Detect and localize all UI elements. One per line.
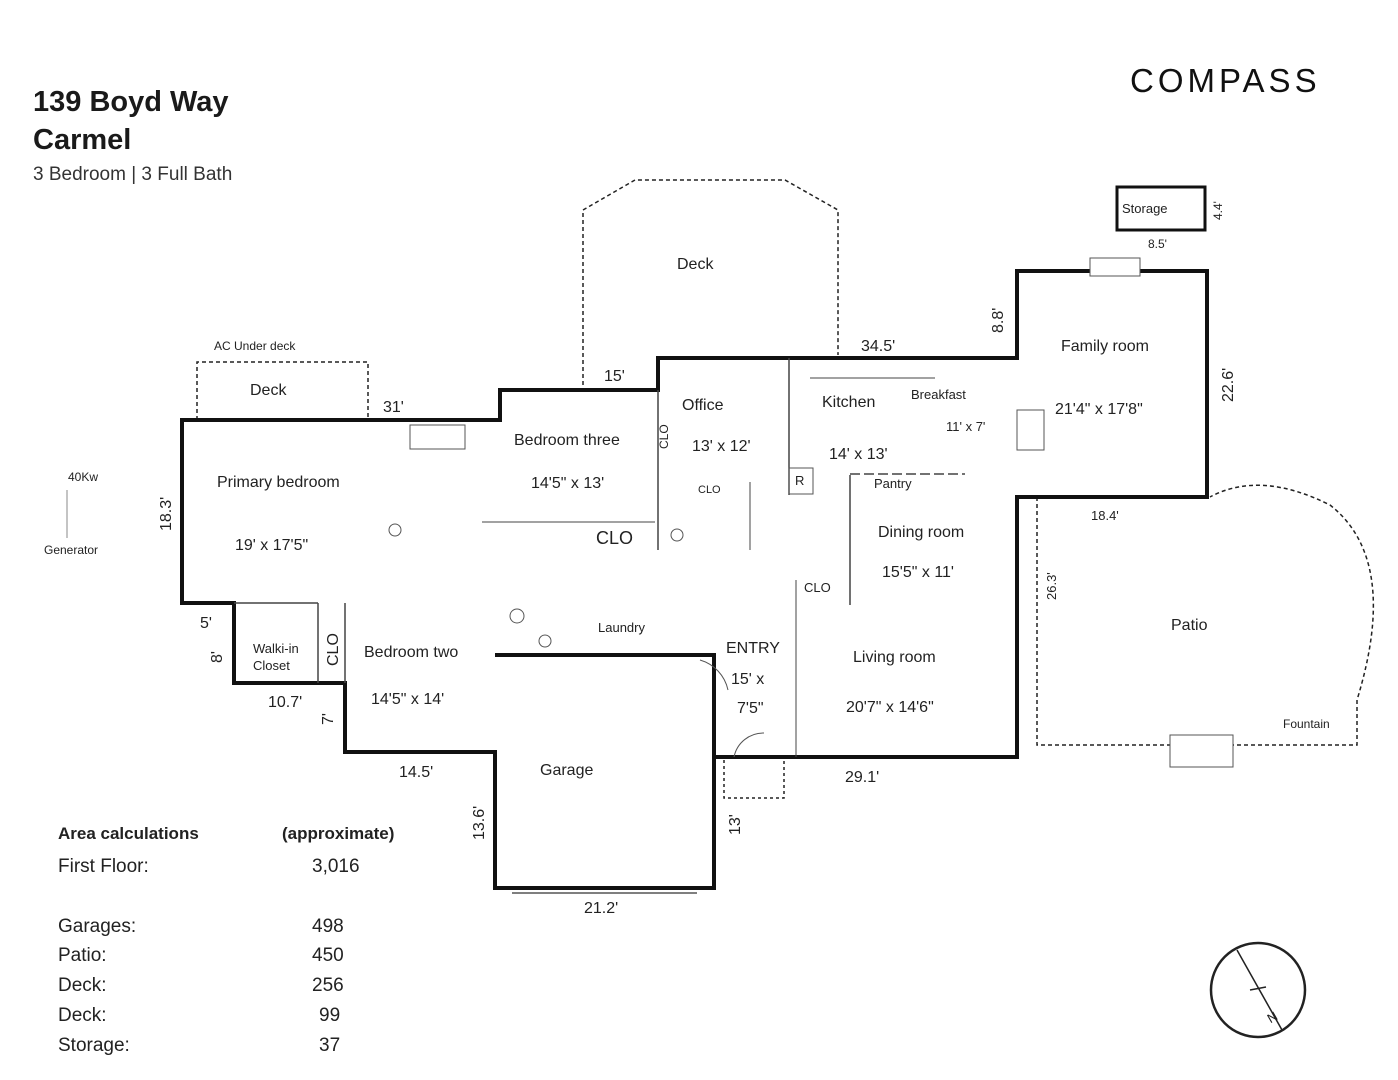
- area-approximate-note: (approximate): [282, 824, 395, 843]
- dim-7: 7': [320, 713, 337, 725]
- dim-18-3: 18.3': [158, 497, 175, 531]
- label-clo-large: CLO: [596, 528, 633, 548]
- label-office-dims: 13' x 12': [692, 438, 751, 455]
- label-generator: Generator: [44, 543, 98, 557]
- area-label: Storage:: [58, 1035, 130, 1056]
- label-storage: Storage: [1122, 201, 1168, 216]
- label-entry: ENTRY: [726, 640, 780, 657]
- label-primary-bedroom: Primary bedroom: [217, 474, 340, 491]
- city-title: Carmel: [33, 124, 132, 156]
- address-title: 139 Boyd Way: [33, 86, 229, 118]
- label-clo-small: CLO: [698, 484, 721, 496]
- label-primary-bedroom-dims: 19' x 17'5": [235, 537, 308, 554]
- label-dining-room-dims: 15'5" x 11': [882, 564, 954, 581]
- area-label: Deck:: [58, 975, 107, 996]
- label-bedroom-three-dims: 14'5" x 13': [531, 475, 604, 492]
- label-walkin-2: Closet: [253, 658, 290, 673]
- label-deck-top: Deck: [677, 256, 714, 273]
- dim-5: 5': [200, 615, 212, 632]
- area-label: Garages:: [58, 916, 137, 937]
- label-dining-room: Dining room: [878, 524, 964, 541]
- fireplace-family: [1089, 257, 1141, 277]
- dim-13-6: 13.6': [471, 806, 488, 840]
- label-laundry: Laundry: [598, 620, 645, 635]
- deck-left-outline: [196, 361, 369, 420]
- entry-door-swing: [699, 659, 729, 691]
- compass-logo: COMPASS: [1130, 62, 1321, 99]
- toilet: [538, 634, 552, 648]
- label-clo-vertical-walkin: CLO: [325, 633, 342, 666]
- dim-8-5: 8.5': [1148, 237, 1167, 251]
- label-family-room: Family room: [1061, 338, 1149, 355]
- dim-26-3: 26.3': [1044, 572, 1059, 600]
- label-breakfast-dims: 11' x 7': [946, 419, 985, 434]
- label-bedroom-two: Bedroom two: [364, 644, 458, 661]
- label-fountain: Fountain: [1283, 717, 1330, 731]
- label-entry-dims-1: 15' x: [731, 671, 764, 688]
- area-value: 99: [319, 1005, 341, 1026]
- dim-13: 13': [727, 814, 744, 835]
- label-family-room-dims: 21'4" x 17'8": [1055, 401, 1143, 418]
- label-pantry: Pantry: [874, 476, 912, 491]
- front-door-swing: [733, 732, 765, 758]
- label-living-room-dims: 20'7" x 14'6": [846, 699, 934, 716]
- bathtub: [409, 424, 466, 450]
- area-value: 3,016: [312, 856, 360, 877]
- dim-22-6: 22.6': [1220, 368, 1237, 402]
- toilet: [388, 523, 402, 537]
- property-summary: 3 Bedroom | 3 Full Bath: [33, 164, 233, 185]
- label-bedroom-three: Bedroom three: [514, 432, 620, 449]
- dim-14-5: 14.5': [399, 764, 433, 781]
- cabinet-family: [1016, 409, 1045, 451]
- dim-29-1: 29.1': [845, 769, 879, 786]
- patio-outline: [1036, 484, 1375, 746]
- dim-18-4: 18.4': [1091, 508, 1119, 523]
- label-walkin-1: Walki-in: [253, 641, 299, 656]
- label-office: Office: [682, 397, 724, 414]
- label-deck-left: Deck: [250, 382, 287, 399]
- compass-rose: N: [1209, 941, 1307, 1039]
- storage-box: [1115, 185, 1207, 232]
- dim-34-5: 34.5': [861, 338, 895, 355]
- area-value: 256: [312, 975, 344, 996]
- label-kitchen-dims: 14' x 13': [829, 446, 888, 463]
- dim-4-4: 4.4': [1211, 201, 1225, 220]
- dim-8-8: 8.8': [990, 308, 1007, 333]
- dim-31: 31': [383, 399, 404, 416]
- label-ac-under-deck: AC Under deck: [214, 339, 296, 353]
- dim-10-7: 10.7': [268, 694, 302, 711]
- label-bedroom-two-dims: 14'5" x 14': [371, 691, 444, 708]
- label-generator-kw: 40Kw: [68, 470, 98, 484]
- fireplace-patio: [1169, 734, 1234, 768]
- area-value: 450: [312, 945, 344, 966]
- toilet: [509, 608, 525, 624]
- area-value: 498: [312, 916, 344, 937]
- entry-step-outline: [723, 760, 785, 799]
- label-fridge: R: [795, 473, 804, 488]
- label-living-room: Living room: [853, 649, 936, 666]
- label-clo-dining: CLO: [804, 580, 831, 595]
- label-kitchen: Kitchen: [822, 394, 875, 411]
- label-garage: Garage: [540, 762, 593, 779]
- dim-15: 15': [604, 368, 625, 385]
- garage-wall: [495, 653, 716, 757]
- dim-21-2: 21.2': [584, 900, 618, 917]
- label-patio: Patio: [1171, 617, 1208, 634]
- area-label: First Floor:: [58, 856, 149, 877]
- toilet: [670, 528, 684, 542]
- dim-8: 8': [209, 651, 226, 663]
- fridge-box: [788, 467, 814, 495]
- label-entry-dims-2: 7'5": [737, 700, 764, 717]
- exterior-wall: [180, 269, 1209, 890]
- deck-top-outline: [582, 179, 839, 385]
- area-value: 37: [319, 1035, 341, 1056]
- area-label: Patio:: [58, 945, 107, 966]
- area-calculations-heading: Area calculations: [58, 824, 199, 843]
- label-breakfast: Breakfast: [911, 387, 966, 402]
- area-label: Deck:: [58, 1005, 107, 1026]
- label-clo-vertical-bedroom3: CLO: [657, 424, 671, 449]
